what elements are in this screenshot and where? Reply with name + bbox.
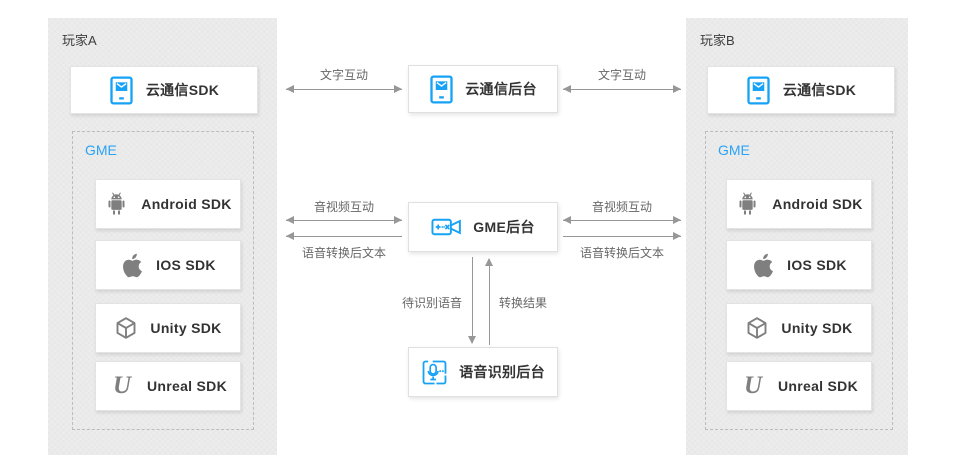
game-video-icon bbox=[431, 216, 462, 238]
player-b-comm-sdk-card: 云通信SDK bbox=[707, 66, 895, 114]
arrow-text-interaction-right bbox=[563, 85, 681, 93]
flow-label-av-interaction-right: 音视频互动 bbox=[591, 200, 652, 214]
flow-label-conversion-result: 转换结果 bbox=[499, 296, 548, 310]
gme-backend-box: GME后台 bbox=[408, 202, 558, 252]
player-a-panel: 玩家A 云通信SDK GME bbox=[48, 18, 277, 455]
unity-icon bbox=[114, 316, 138, 340]
player-a-gme-group: GME bbox=[72, 131, 254, 430]
comm-sdk-label: 云通信SDK bbox=[782, 82, 857, 98]
cloud-comm-backend-box: 云通信后台 bbox=[408, 65, 558, 113]
android-sdk-card: Android SDK bbox=[95, 179, 241, 229]
arrow-conversion-result bbox=[485, 258, 493, 345]
comm-sdk-label: 云通信SDK bbox=[145, 82, 220, 98]
backend-label: 云通信后台 bbox=[465, 81, 537, 97]
gme-group-label: GME bbox=[718, 142, 750, 158]
flow-label-speech-to-text-left: 语音转换后文本 bbox=[301, 246, 386, 260]
unity-sdk-card: Unity SDK bbox=[95, 303, 241, 353]
backend-label: GME后台 bbox=[473, 219, 535, 235]
sdk-label: Android SDK bbox=[772, 196, 863, 212]
arrow-speech-to-text-right bbox=[563, 232, 681, 240]
arrow-av-interaction-left bbox=[286, 216, 402, 224]
backend-label: 语音识别后台 bbox=[459, 364, 545, 380]
arrow-text-interaction-left bbox=[286, 85, 402, 93]
sdk-label: Unity SDK bbox=[150, 320, 222, 336]
arrow-speech-to-text-left bbox=[286, 232, 402, 240]
arrow-speech-to-recognize bbox=[468, 257, 476, 344]
unity-sdk-card: Unity SDK bbox=[726, 303, 872, 353]
unreal-sdk-card: U Unreal SDK bbox=[95, 361, 241, 411]
ios-sdk-card: IOS SDK bbox=[726, 240, 872, 290]
sdk-label: Android SDK bbox=[141, 196, 232, 212]
player-b-panel: 玩家B 云通信SDK GME bbox=[686, 18, 908, 455]
apple-icon bbox=[751, 252, 775, 278]
speech-recognition-icon bbox=[421, 359, 448, 386]
unreal-icon: U bbox=[112, 372, 132, 399]
cloud-comm-icon bbox=[746, 75, 771, 105]
flow-label-text-interaction-right: 文字互动 bbox=[597, 68, 646, 82]
arrow-av-interaction-right bbox=[563, 216, 681, 224]
sdk-label: Unreal SDK bbox=[777, 378, 859, 394]
flow-label-speech-to-recognize: 待识别语音 bbox=[401, 296, 462, 310]
android-sdk-card: Android SDK bbox=[726, 179, 872, 229]
apple-icon bbox=[120, 252, 144, 278]
ios-sdk-card: IOS SDK bbox=[95, 240, 241, 290]
sdk-label: IOS SDK bbox=[787, 257, 847, 273]
android-icon bbox=[735, 191, 760, 217]
player-a-comm-sdk-card: 云通信SDK bbox=[70, 66, 258, 114]
player-a-title: 玩家A bbox=[62, 33, 97, 48]
player-b-title: 玩家B bbox=[700, 33, 735, 48]
sdk-label: Unreal SDK bbox=[146, 378, 228, 394]
cloud-comm-icon bbox=[109, 75, 134, 105]
cloud-comm-icon bbox=[429, 74, 454, 104]
unreal-icon: U bbox=[743, 372, 763, 399]
sdk-label: Unity SDK bbox=[781, 320, 853, 336]
sdk-label: IOS SDK bbox=[156, 257, 216, 273]
unreal-sdk-card: U Unreal SDK bbox=[726, 361, 872, 411]
speech-recognition-backend-box: 语音识别后台 bbox=[408, 347, 558, 397]
flow-label-text-interaction-left: 文字互动 bbox=[319, 68, 368, 82]
flow-label-av-interaction-left: 音视频互动 bbox=[313, 200, 374, 214]
unity-icon bbox=[745, 316, 769, 340]
gme-group-label: GME bbox=[85, 142, 117, 158]
flow-label-speech-to-text-right: 语音转换后文本 bbox=[579, 246, 664, 260]
player-b-gme-group: GME bbox=[705, 131, 893, 430]
android-icon bbox=[104, 191, 129, 217]
